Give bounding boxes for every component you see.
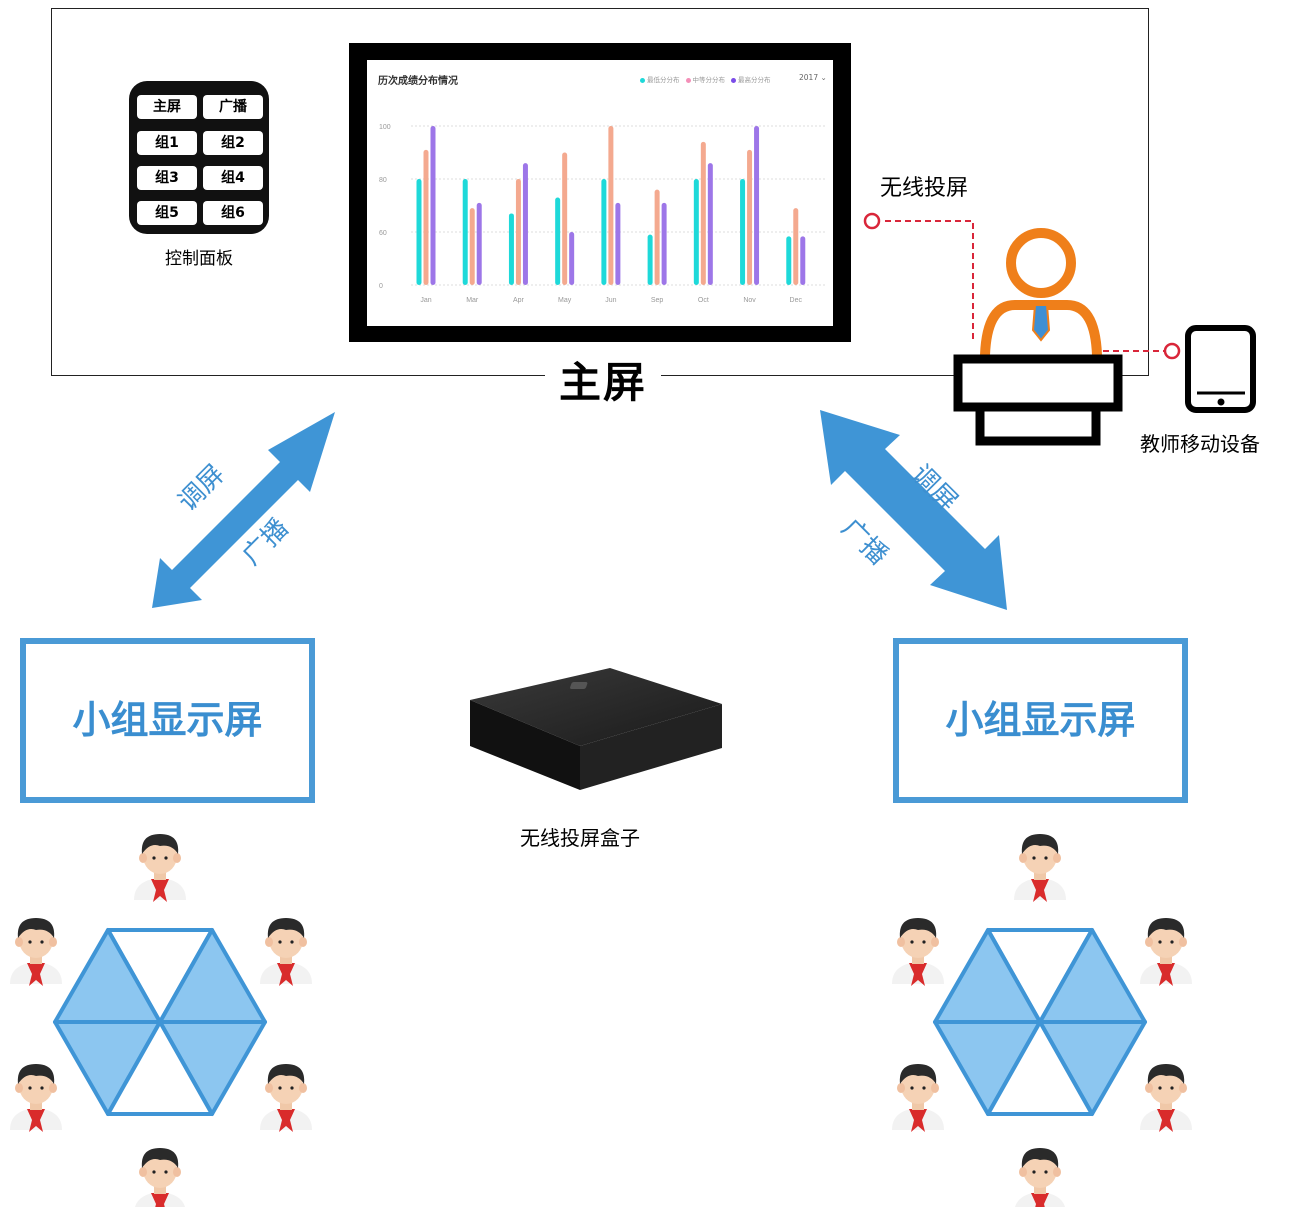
- connector-dot-device: [1163, 342, 1181, 360]
- chart-bar: [476, 202, 482, 285]
- chart-bar: [569, 232, 575, 285]
- chart-bar: [469, 208, 475, 285]
- year-select[interactable]: 2017 ⌄: [799, 73, 827, 82]
- podium-top: [953, 354, 1123, 412]
- teacher-area: [863, 212, 1256, 446]
- teacher-tie: [1031, 304, 1051, 342]
- group-screen-right: 小组显示屏: [893, 638, 1188, 803]
- chart-bar: [462, 179, 468, 285]
- chart-bar: [608, 126, 614, 285]
- chart-legend: 最低分分布 中等分分布 最高分分布: [640, 74, 771, 84]
- student-avatar: [10, 918, 62, 986]
- student-avatar: [1014, 834, 1066, 902]
- x-tick-label: Sep: [651, 297, 664, 304]
- ctrl-button-group4[interactable]: 组4: [203, 166, 263, 190]
- chart-bar: [654, 189, 660, 285]
- teacher-device-label: 教师移动设备: [1140, 432, 1260, 456]
- main-screen-title: 主屏: [545, 356, 661, 410]
- chart-bar: [416, 179, 422, 285]
- wireless-link-lines: [885, 220, 1165, 352]
- group-screen-left: 小组显示屏: [20, 638, 315, 803]
- x-tick-label: Oct: [698, 297, 709, 304]
- hex-table-right: [933, 928, 1147, 1116]
- connector-dot-screen: [863, 212, 881, 230]
- student-table-right: [892, 834, 1192, 1207]
- student-avatar: [1140, 1064, 1192, 1132]
- student-avatar: [10, 1064, 62, 1132]
- chart-title: 历次成绩分布情况: [378, 76, 458, 87]
- legend-item-mid: 中等分分布: [685, 74, 725, 84]
- legend-item-high: 最高分分布: [731, 74, 771, 84]
- legend-item-low: 最低分分布: [640, 74, 680, 84]
- ctrl-button-main[interactable]: 主屏: [137, 95, 197, 119]
- tablet-icon: [1185, 325, 1256, 413]
- x-tick-label: Mar: [466, 297, 479, 304]
- control-panel-label: 控制面板: [165, 249, 233, 269]
- ctrl-button-group1[interactable]: 组1: [137, 131, 197, 155]
- chart-bar: [693, 179, 699, 285]
- chart-bar: [800, 236, 806, 285]
- student-avatar: [1140, 918, 1192, 986]
- chart-bar: [515, 179, 521, 285]
- ctrl-button-group5[interactable]: 组5: [137, 201, 197, 225]
- chart-bar: [522, 163, 528, 285]
- right-double-arrow: [820, 410, 1007, 610]
- student-avatar: [892, 918, 944, 986]
- control-panel: 主屏 广播 组1 组2 组3 组4 组5 组6: [129, 81, 269, 234]
- ctrl-button-group3[interactable]: 组3: [137, 166, 197, 190]
- chart-bar: [601, 179, 607, 285]
- podium-base: [975, 402, 1101, 446]
- ctrl-button-group6[interactable]: 组6: [203, 201, 263, 225]
- x-tick-label: Jan: [420, 297, 431, 304]
- left-double-arrow: [152, 412, 335, 608]
- hex-table-left: [53, 928, 267, 1116]
- chart-bar: [555, 197, 561, 285]
- chart-bar: [740, 179, 746, 285]
- chart-bar: [786, 236, 792, 285]
- chart-bar: [661, 202, 667, 285]
- student-avatar: [892, 1064, 944, 1132]
- chart-bar: [562, 152, 568, 285]
- x-tick-label: Nov: [743, 297, 756, 304]
- chart-bar: [647, 234, 653, 285]
- chart-bar: [508, 213, 514, 285]
- student-avatar: [135, 1148, 185, 1207]
- student-avatar: [134, 834, 186, 902]
- y-tick-label: 60: [379, 230, 387, 237]
- x-tick-label: Dec: [790, 297, 803, 304]
- chart-bar: [615, 202, 621, 285]
- chart-bar: [423, 149, 429, 285]
- x-tick-label: May: [558, 297, 572, 304]
- chart-bar: [430, 126, 436, 285]
- student-avatar: [260, 1064, 312, 1132]
- student-table-left: [10, 834, 312, 1207]
- chart-bar: [754, 126, 760, 285]
- chart-bar: [700, 141, 706, 285]
- chart-bar: [793, 208, 799, 285]
- chart-bar: [747, 149, 753, 285]
- y-tick-label: 0: [379, 283, 383, 290]
- cast-box-label: 无线投屏盒子: [520, 826, 640, 850]
- y-tick-label: 100: [379, 124, 391, 131]
- cast-box-device: [470, 668, 722, 790]
- chart-bar: [707, 163, 713, 285]
- wireless-cast-label: 无线投屏: [880, 176, 969, 201]
- student-avatar: [1015, 1148, 1065, 1207]
- x-tick-label: Jun: [605, 297, 616, 304]
- x-tick-label: Apr: [513, 297, 525, 304]
- ctrl-button-group2[interactable]: 组2: [203, 131, 263, 155]
- y-tick-label: 80: [379, 177, 387, 184]
- student-avatar: [260, 918, 312, 986]
- ctrl-button-broadcast[interactable]: 广播: [203, 95, 263, 119]
